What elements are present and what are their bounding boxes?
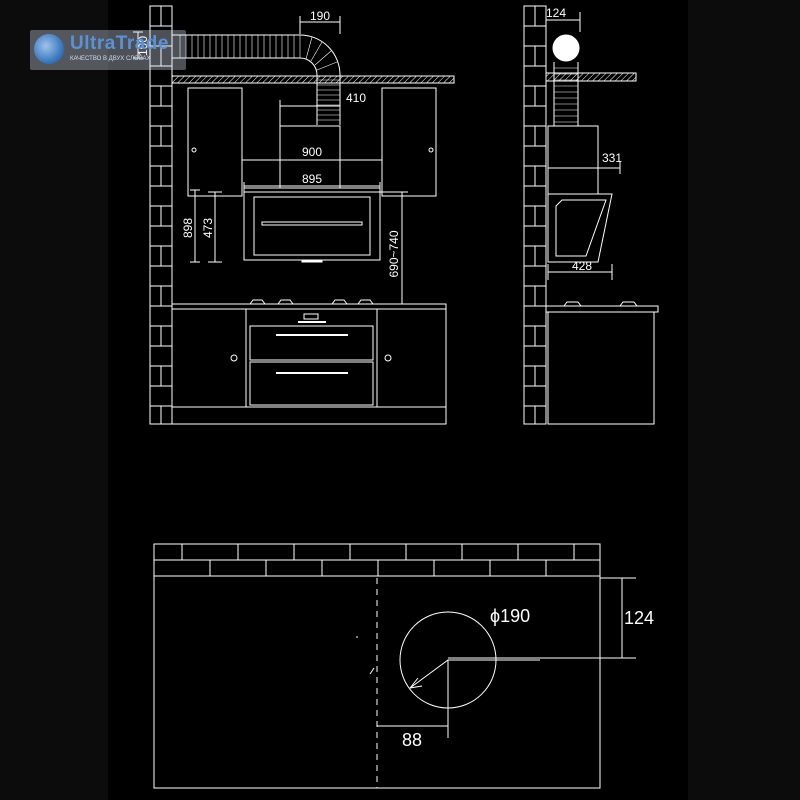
side-dimension-labels: 124 331 428 — [546, 6, 622, 273]
drawing-panel — [108, 0, 688, 800]
front-brick-wall — [149, 5, 173, 425]
side-base-cabinet — [545, 301, 659, 425]
side-view: 124 331 428 — [523, 5, 659, 425]
brand-watermark: UltraTrade КАЧЕСТВО В ДВУХ СЛОВАХ — [30, 30, 186, 70]
top-view: ϕ190 124 88 — [153, 543, 654, 789]
dim-total-height: 898 — [181, 218, 195, 238]
dim-duct-offset: 410 — [346, 91, 366, 105]
side-brick-wall — [523, 5, 547, 425]
top-dimension-labels: ϕ190 124 88 — [402, 606, 654, 750]
dim-hood-height: 473 — [201, 218, 215, 238]
front-ceiling — [171, 75, 455, 84]
dim-duct-diameter: 124 — [546, 6, 566, 20]
front-dimension-labels: 190 190 410 900 895 898 473 690~740 — [136, 9, 401, 278]
side-flexible-duct — [553, 62, 579, 126]
top-brick-wall — [153, 543, 601, 577]
dim-mount-height: 690~740 — [387, 230, 401, 277]
globe-icon — [34, 34, 64, 64]
front-dimension-lines — [133, 16, 408, 305]
side-dimension-lines — [545, 12, 621, 280]
side-duct-circle — [552, 34, 580, 62]
dim-chimney-depth: 331 — [602, 151, 622, 165]
side-ceiling — [545, 72, 637, 82]
top-dimension-lines — [356, 577, 636, 738]
dim-duct-height: 190 — [136, 36, 150, 56]
dim-hole-diameter: ϕ190 — [490, 606, 530, 626]
front-flexible-duct — [172, 34, 341, 125]
front-base-cabinets — [171, 299, 447, 425]
brand-name: UltraTrade — [70, 33, 169, 54]
dim-center-offset: 88 — [402, 730, 422, 750]
dim-duct-width: 190 — [310, 9, 330, 23]
front-hood-body — [243, 125, 381, 263]
side-hood — [547, 125, 613, 263]
dim-wall-distance: 124 — [624, 608, 654, 628]
dim-hood-width: 900 — [302, 145, 322, 159]
dim-panel-width: 895 — [302, 172, 322, 186]
front-view: 190 190 410 900 895 898 473 690~740 — [133, 5, 455, 425]
brand-tagline: КАЧЕСТВО В ДВУХ СЛОВАХ — [70, 56, 151, 62]
dim-hood-depth: 428 — [572, 259, 592, 273]
